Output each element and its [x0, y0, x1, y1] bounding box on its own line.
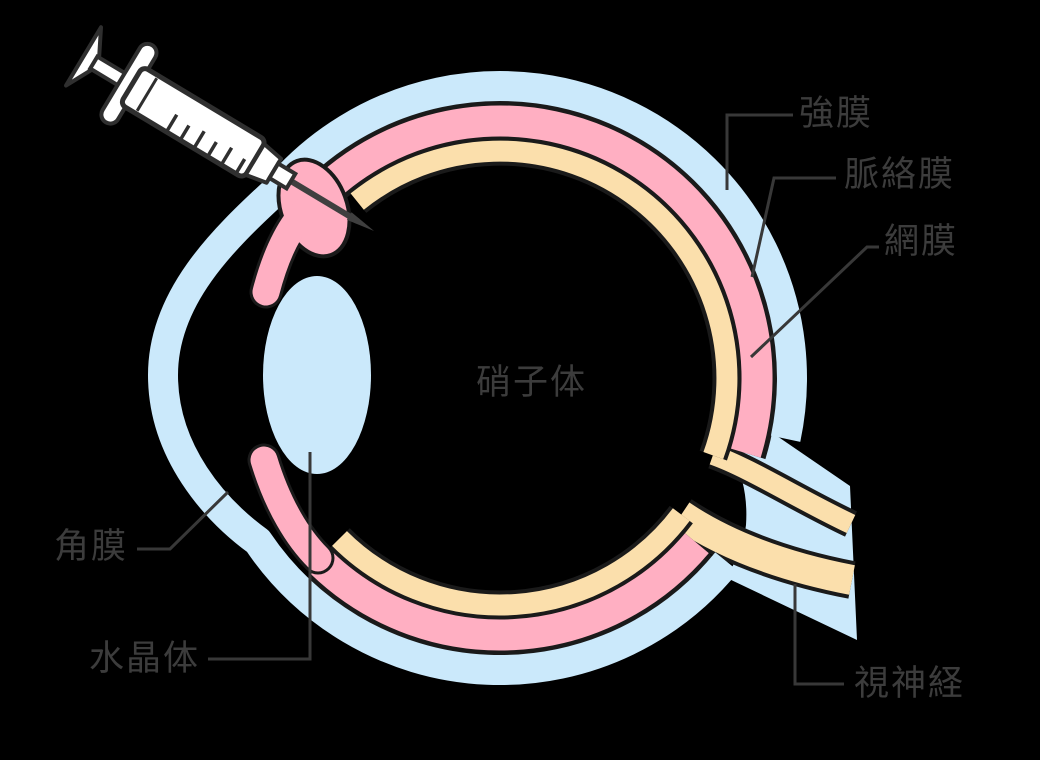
- leader-choroid: [750, 176, 836, 278]
- label-sclera: 強膜: [799, 94, 874, 134]
- leader-optic-nerve: [793, 584, 844, 686]
- syringe-nozzle: [266, 160, 299, 192]
- choroid-layer-top: [303, 105, 773, 458]
- leader-lines: [137, 113, 879, 686]
- label-lens: 水晶体: [89, 639, 201, 679]
- eye-layers: [148, 71, 807, 685]
- sclera-cornea-layer: [148, 71, 807, 685]
- leader-lens: [208, 452, 312, 661]
- label-choroid: 脈絡膜: [844, 155, 956, 195]
- lens-shape: [263, 276, 371, 474]
- label-optic-nerve: 視神経: [854, 664, 966, 704]
- needle-icon: [287, 177, 375, 231]
- label-retina: 網膜: [884, 222, 959, 262]
- choroid-layer-bottom: [310, 533, 709, 651]
- syringe-plunger-seal: [135, 77, 159, 112]
- leader-retina: [749, 245, 879, 359]
- label-cornea: 角膜: [54, 527, 129, 567]
- leader-cornea: [137, 490, 230, 551]
- optic-nerve-band-lower: [672, 502, 855, 595]
- optic-nerve-stalk: [670, 412, 857, 640]
- iris-upper: [252, 184, 334, 306]
- syringe-graduations: [165, 113, 247, 173]
- syringe: [63, 25, 375, 231]
- retina-layer-top: [350, 140, 738, 460]
- retina-layer-bottom: [332, 508, 690, 616]
- iris-lower: [250, 446, 332, 572]
- leader-sclera: [725, 113, 793, 190]
- label-vitreous: 硝子体: [476, 363, 588, 403]
